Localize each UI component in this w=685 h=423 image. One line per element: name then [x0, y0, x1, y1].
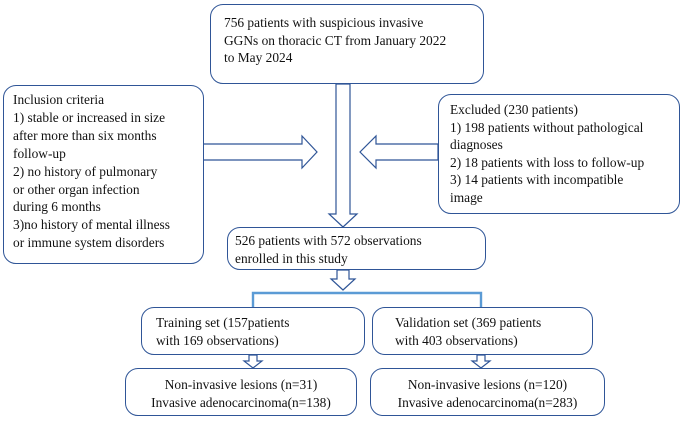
inclusion-line: after more than six months [13, 127, 157, 143]
excluded-box: Excluded (230 patients) 1) 198 patients … [438, 94, 680, 214]
left-arrow-excluded [359, 134, 439, 170]
training-set-box: Training set (157patients with 169 obser… [141, 307, 365, 355]
training-result-line: Invasive adenocarcinoma(n=138) [151, 394, 331, 410]
training-result-line: Non-invasive lesions (n=31) [164, 377, 318, 392]
down-arrow-training [242, 354, 264, 369]
inclusion-line: 2) no history of pulmonary [13, 163, 158, 179]
top-box-line: 756 patients with suspicious invasive [224, 15, 424, 30]
right-arrow-inclusion [202, 134, 318, 170]
top-box-line: GGNs on thoracic CT from January 2022 [224, 32, 447, 48]
excluded-line: 2) 18 patients with loss to follow-up [450, 154, 645, 170]
validation-result-box: Non-invasive lesions (n=120) Invasive ad… [370, 368, 605, 416]
top-box-line: to May 2024 [224, 50, 293, 65]
excluded-line: 1) 198 patients without pathological [450, 119, 644, 135]
validation-set-line: Validation set (369 patients [395, 315, 542, 330]
validation-set-line: with 403 observations) [395, 332, 518, 348]
down-arrow-split [329, 269, 357, 291]
training-set-line: Training set (157patients [156, 315, 290, 330]
top-box: 756 patients with suspicious invasive GG… [210, 4, 484, 84]
enrolled-line: 526 patients with 572 observations [235, 233, 422, 248]
inclusion-line: follow-up [13, 145, 66, 161]
inclusion-line: or other organ infection [13, 181, 140, 197]
inclusion-title: Inclusion criteria [13, 92, 105, 107]
training-set-line: with 169 observations) [156, 332, 279, 348]
excluded-line: image [450, 189, 483, 205]
down-arrow-validation [470, 354, 492, 369]
excluded-title: Excluded (230 patients) [450, 102, 578, 117]
inclusion-line: 3)no history of mental illness [13, 217, 170, 233]
inclusion-line: 1) stable or increased in size [13, 109, 166, 125]
down-arrow-main [327, 83, 359, 228]
inclusion-line: or immune system disorders [13, 235, 165, 251]
inclusion-line: during 6 months [13, 199, 101, 215]
validation-set-box: Validation set (369 patients with 403 ob… [372, 307, 593, 355]
enrolled-line: enrolled in this study [235, 250, 348, 266]
training-result-box: Non-invasive lesions (n=31) Invasive ade… [125, 368, 357, 416]
validation-result-line: Non-invasive lesions (n=120) [407, 377, 568, 392]
split-connector [251, 291, 483, 307]
validation-result-line: Invasive adenocarcinoma(n=283) [397, 394, 578, 410]
inclusion-criteria-box: Inclusion criteria 1) stable or increase… [3, 85, 204, 264]
excluded-line: 3) 14 patients with incompatible [450, 172, 624, 187]
excluded-line: diagnoses [450, 137, 503, 152]
enrolled-box: 526 patients with 572 observations enrol… [227, 227, 486, 270]
